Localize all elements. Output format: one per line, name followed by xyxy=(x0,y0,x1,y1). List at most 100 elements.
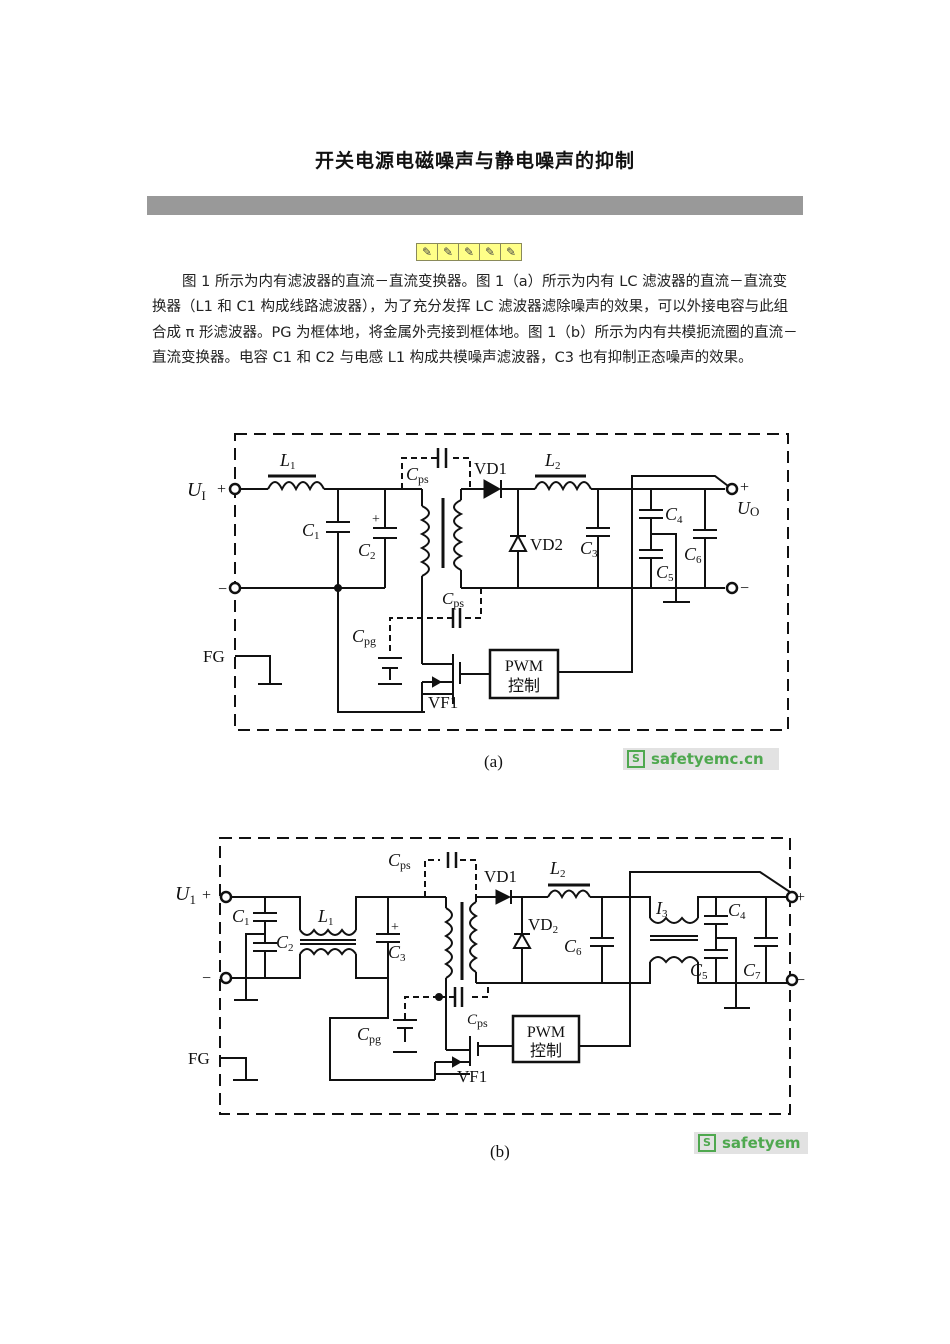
capacitor-c4-c5 xyxy=(704,897,728,983)
capacitor-cps-top xyxy=(446,852,458,868)
svg-text:−: − xyxy=(218,581,227,598)
label-c4: C4 xyxy=(728,900,746,922)
safetyemc-logo-icon: S xyxy=(627,750,645,768)
label-pwm-control: 控制 xyxy=(530,1042,562,1060)
label-l2: L2 xyxy=(549,858,566,880)
output-plus-terminal xyxy=(785,890,799,904)
label-c5: C5 xyxy=(690,960,708,982)
label-l3: I3 xyxy=(655,898,668,920)
label-l2: L2 xyxy=(544,450,561,472)
capacitor-cps-bottom xyxy=(453,987,464,1007)
pencil-rating-icon: ✎ xyxy=(437,243,459,261)
label-cps-top: Cps xyxy=(388,850,411,872)
label-c1: C1 xyxy=(232,906,250,928)
svg-text:+: + xyxy=(740,479,749,496)
capacitor-c1 xyxy=(326,489,350,588)
watermark-a: S safetyemc.cn xyxy=(623,748,779,770)
body-paragraph: 图 1 所示为内有滤波器的直流－直流变换器。图 1（a）所示为内有 LC 滤波器… xyxy=(152,274,798,367)
capacitor-cps-top xyxy=(436,448,448,468)
svg-text:+: + xyxy=(391,920,399,935)
label-pwm: PWM xyxy=(527,1024,565,1041)
pencil-rating-icon: ✎ xyxy=(479,243,501,261)
label-ui: U1 xyxy=(175,883,196,907)
transformer-secondary xyxy=(453,489,464,588)
label-c1: C1 xyxy=(302,520,320,542)
svg-text:−: − xyxy=(202,970,211,987)
inductor-l1 xyxy=(267,481,325,492)
circuit-figure-a: UI + − L1 C1 + C2 Cps VD1 L2 VD2 C3 C4 C… xyxy=(160,418,800,798)
output-minus-terminal xyxy=(725,581,739,595)
label-l1: L1 xyxy=(279,450,296,472)
input-plus-terminal xyxy=(228,482,242,496)
common-mode-choke-l1 xyxy=(299,928,357,956)
label-uo: UO xyxy=(737,498,759,519)
label-c5: C5 xyxy=(656,562,674,584)
fg-ground-symbol xyxy=(235,655,282,685)
page-title: 开关电源电磁噪声与静电噪声的抑制 xyxy=(314,150,635,172)
fg-ground-symbol xyxy=(220,1057,258,1081)
capacitor-cpg xyxy=(393,1019,417,1053)
label-vf1: VF1 xyxy=(457,1067,487,1086)
label-c3: C3 xyxy=(388,942,406,964)
transformer-primary xyxy=(419,505,430,577)
label-c4: C4 xyxy=(665,504,683,526)
pencil-rating-icon: ✎ xyxy=(500,243,522,261)
label-ui: UI xyxy=(187,479,206,503)
diode-vd2 xyxy=(512,897,532,983)
capacitor-c2 xyxy=(373,489,397,588)
label-pwm-control: 控制 xyxy=(508,677,540,695)
pencil-rating-icon: ✎ xyxy=(458,243,480,261)
input-plus-terminal xyxy=(219,890,233,904)
svg-text:−: − xyxy=(740,580,749,597)
ground-c4-c5 xyxy=(716,937,750,1009)
label-c6: C6 xyxy=(684,544,702,566)
enclosure-outline xyxy=(219,837,791,1115)
input-minus-terminal xyxy=(228,581,242,595)
figure-a-caption: (a) xyxy=(484,752,503,771)
output-plus-terminal xyxy=(725,482,739,496)
svg-text:+: + xyxy=(796,889,805,906)
svg-text:+: + xyxy=(202,887,211,904)
label-cpg: Cpg xyxy=(352,626,376,648)
ground-c4-c5 xyxy=(651,533,690,603)
label-pwm: PWM xyxy=(505,658,543,675)
capacitor-cpg xyxy=(378,657,402,685)
input-minus-terminal xyxy=(219,971,233,985)
capacitor-c6 xyxy=(693,489,717,588)
inductor-l2 xyxy=(534,481,592,492)
label-vd1: VD1 xyxy=(484,867,517,886)
watermark-b: S safetyem xyxy=(694,1132,808,1154)
label-vd2: VD2 xyxy=(528,915,558,936)
enclosure-outline xyxy=(234,433,789,731)
label-c2: C2 xyxy=(358,540,376,562)
common-mode-choke-l3 xyxy=(649,916,699,964)
svg-text:+: + xyxy=(372,512,380,527)
capacitor-cps-bottom xyxy=(451,608,462,628)
label-vd2: VD2 xyxy=(530,535,563,554)
label-fg: FG xyxy=(203,647,225,666)
transformer-primary xyxy=(444,897,453,1050)
diode-vd2 xyxy=(508,489,528,588)
capacitor-c3 xyxy=(329,897,435,1081)
pencil-rating-icon: ✎ xyxy=(416,243,438,261)
label-cps-bottom: Cps xyxy=(442,589,464,610)
svg-text:−: − xyxy=(796,972,805,989)
label-c2: C2 xyxy=(276,932,294,954)
capacitor-c6 xyxy=(590,897,614,983)
inductor-l2 xyxy=(547,889,591,900)
label-c7: C7 xyxy=(743,960,761,982)
ground-c1-c2 xyxy=(234,933,265,1001)
label-cps-bottom: Cps xyxy=(467,1012,488,1030)
transformer-secondary xyxy=(469,897,478,983)
label-cps-top: Cps xyxy=(406,464,429,486)
output-minus-terminal xyxy=(785,973,799,987)
pwm-control-box xyxy=(511,1014,581,1064)
capacitor-c1-c2 xyxy=(253,897,277,978)
label-c6: C6 xyxy=(564,936,582,958)
label-vf1: VF1 xyxy=(428,693,458,712)
label-vd1: VD1 xyxy=(474,459,507,478)
pwm-control-box xyxy=(488,648,560,700)
capacitor-c7 xyxy=(754,897,778,983)
safetyemc-logo-icon: S xyxy=(698,1134,716,1152)
svg-text:+: + xyxy=(217,481,226,498)
